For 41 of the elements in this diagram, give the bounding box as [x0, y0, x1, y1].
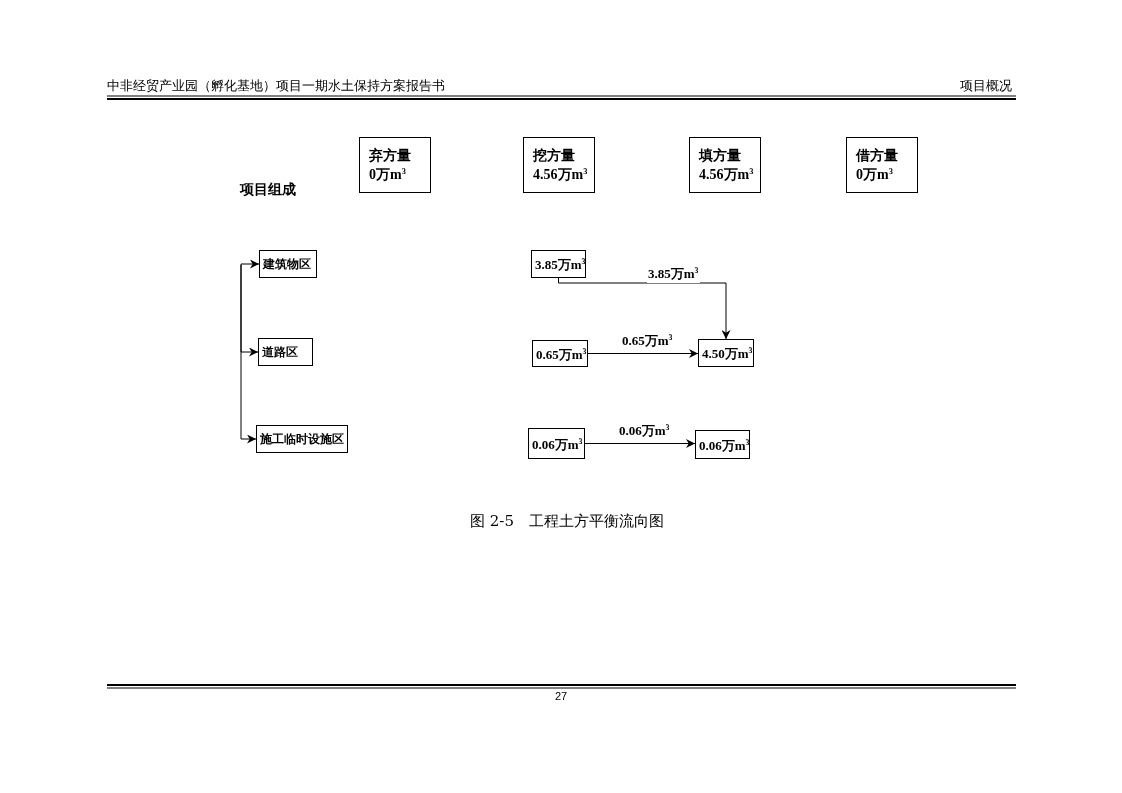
volume-box: [532, 340, 588, 367]
volume-value: 3.85万m$^{3}$: [535, 256, 586, 274]
volume-box: [846, 137, 918, 193]
volume-box: [523, 137, 595, 193]
volume-value: 0万m$^{3}$: [856, 166, 893, 184]
volume-value: 0万m$^{3}$: [369, 166, 406, 184]
volume-value: 4.56万m$^{3}$: [699, 166, 754, 184]
edge-label: 3.85万m$^{3}$: [647, 265, 700, 283]
volume-value: 4.50万m$^{3}$: [702, 345, 753, 363]
edge-label: 0.65万m$^{3}$: [621, 331, 674, 350]
header-title: 中非经贸产业园（孵化基地）项目一期水土保持方案报告书: [107, 77, 445, 95]
area-name: 道路区: [262, 345, 298, 360]
section-name: 项目概况: [960, 77, 1012, 95]
area-name: 建筑物区: [263, 257, 311, 272]
box-heading: 借方量: [856, 147, 898, 165]
volume-value: 0.06万m$^{3}$: [532, 435, 583, 454]
area-box: [258, 338, 313, 366]
volume-box: [698, 339, 754, 367]
volume-box: [689, 137, 761, 193]
volume-value: 0.65万m$^{3}$: [536, 345, 587, 364]
arrow: [584, 439, 696, 448]
figure-caption: 图 2-5 工程土方平衡流向图: [470, 512, 664, 531]
volume-box: [531, 250, 586, 278]
arrow: [587, 349, 699, 358]
group-heading: 项目组成: [240, 181, 296, 199]
arrow: [240, 264, 257, 444]
edge-label: 0.06万m$^{3}$: [618, 421, 671, 440]
arrow: [558, 277, 731, 340]
volume-box: [528, 428, 585, 459]
volume-box: [695, 430, 750, 459]
area-name: 施工临时设施区: [260, 432, 344, 447]
box-heading: 弃方量: [369, 147, 411, 165]
box-heading: 挖方量: [533, 147, 575, 165]
area-box: [259, 250, 317, 278]
box-heading: 填方量: [699, 147, 741, 165]
arrow: [240, 259, 260, 269]
area-box: [256, 425, 348, 453]
volume-box: [359, 137, 431, 193]
page-number: 27: [555, 690, 568, 702]
volume-value: 0.06万m$^{3}$: [699, 436, 750, 455]
volume-value: 4.56万m$^{3}$: [533, 166, 588, 184]
